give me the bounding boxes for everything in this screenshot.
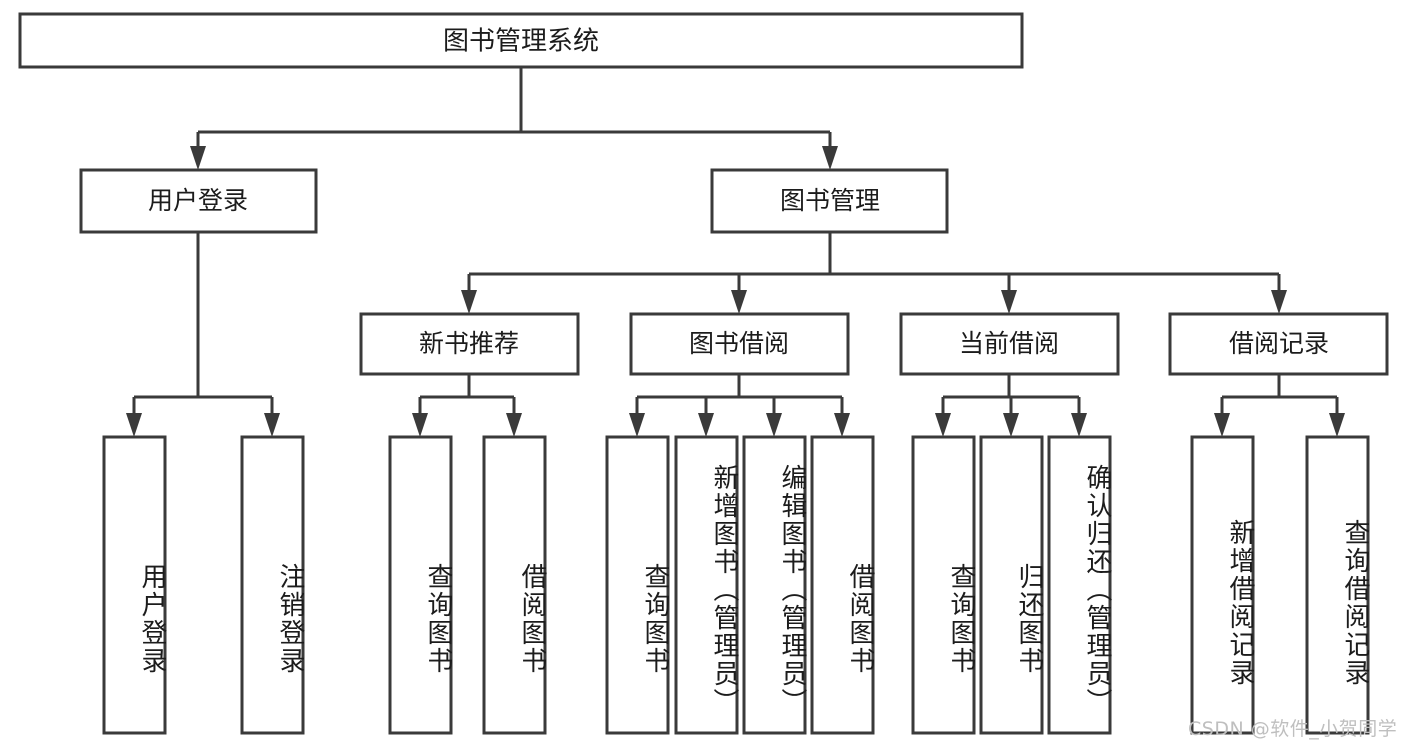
- node-leaf-return-book-box[interactable]: [979, 435, 1044, 735]
- node-leaf-add-record-box[interactable]: [1190, 435, 1255, 735]
- node-new-book-recommend-box[interactable]: [359, 312, 580, 376]
- node-current-borrow-label: 当前借阅: [959, 329, 1059, 358]
- node-root-label: 图书管理系统: [443, 27, 599, 57]
- node-book-management-box[interactable]: [710, 168, 949, 234]
- node-leaf-add-book-box[interactable]: [674, 435, 739, 735]
- node-leaf-query-book-rec-box[interactable]: [388, 435, 453, 735]
- node-leaf-query-book-current-box[interactable]: [911, 435, 976, 735]
- node-book-borrow-box[interactable]: [629, 312, 850, 376]
- node-root-box[interactable]: [18, 12, 1024, 69]
- node-book-management-label: 图书管理: [780, 186, 880, 215]
- node-leaf-query-book-borrow-box[interactable]: [605, 435, 670, 735]
- node-leaf-confirm-return-box[interactable]: [1047, 435, 1112, 735]
- node-leaf-user-login-box[interactable]: [102, 435, 167, 735]
- node-leaf-borrow-book-box[interactable]: [810, 435, 875, 735]
- node-user-login-box[interactable]: [79, 168, 318, 234]
- csdn-watermark: CSDN @软件_小贺同学: [1188, 718, 1398, 740]
- connector-borrowrecord-to-leaves: [1214, 374, 1345, 437]
- node-book-borrow-label: 图书借阅: [689, 329, 789, 358]
- node-borrow-record-label: 借阅记录: [1229, 329, 1329, 358]
- node-borrow-record-box[interactable]: [1168, 312, 1389, 376]
- connector-root-to-level2: [190, 67, 838, 170]
- node-new-book-recommend-label: 新书推荐: [419, 329, 519, 358]
- node-leaf-edit-book-box[interactable]: [742, 435, 807, 735]
- node-user-login-label: 用户登录: [148, 186, 248, 215]
- node-leaf-logout-box[interactable]: [240, 435, 305, 735]
- node-leaf-query-record-box[interactable]: [1305, 435, 1370, 735]
- node-current-borrow-box[interactable]: [899, 312, 1120, 376]
- connector-userlogin-to-leaves: [126, 232, 280, 437]
- connector-bookborrow-to-leaves: [629, 374, 850, 437]
- connector-newbook-to-leaves: [412, 374, 522, 437]
- connector-bookmgmt-to-level3: [461, 232, 1287, 314]
- connector-currentborrow-to-leaves: [935, 374, 1087, 437]
- node-leaf-borrow-book-rec-box[interactable]: [482, 435, 547, 735]
